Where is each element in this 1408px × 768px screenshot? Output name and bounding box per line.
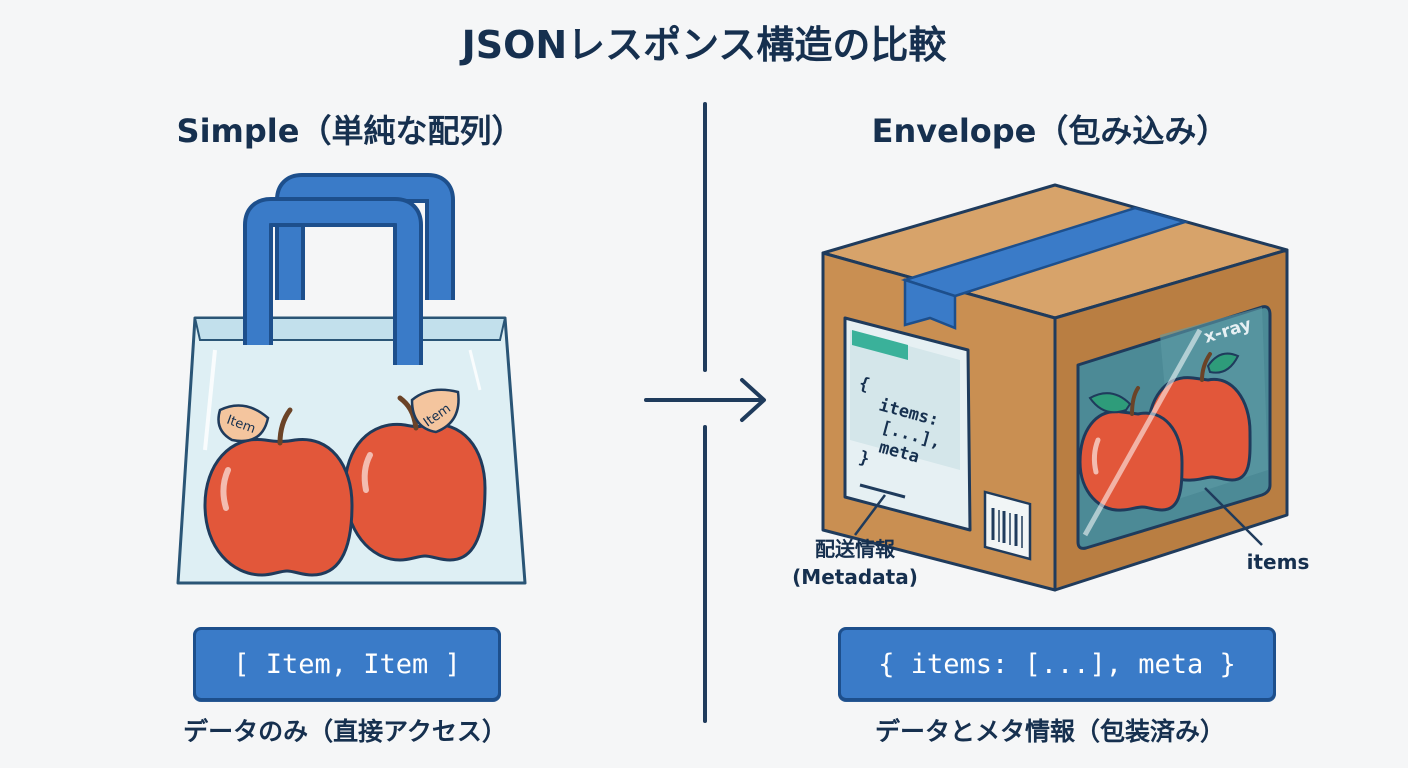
envelope-caption: データとメタ情報（包装済み） — [874, 717, 1225, 746]
item-tag-right — [410, 388, 460, 434]
label-code-line-1: { — [857, 374, 872, 396]
envelope-heading: Envelope（包み込み） — [871, 112, 1229, 150]
arrow-icon — [644, 378, 766, 422]
items-label: items — [1246, 550, 1310, 574]
cardboard-box-icon — [821, 183, 1289, 592]
page-title: JSONレスポンス構造の比較 — [461, 23, 947, 67]
shopping-bag-icon: Item Item — [176, 173, 527, 585]
label-code-line-5: } — [857, 448, 872, 470]
metadata-label-en: (Metadata) — [792, 565, 918, 589]
divider-bottom — [703, 425, 707, 723]
apple-icon — [1078, 386, 1184, 512]
divider-top — [703, 102, 707, 372]
apple-icon — [203, 407, 354, 577]
envelope-code-box: { items: [...], meta } — [838, 627, 1276, 701]
simple-code-box: [ Item, Item ] — [193, 627, 501, 701]
simple-heading: Simple（単純な配列） — [176, 112, 524, 150]
simple-caption: データのみ（直接アクセス） — [183, 717, 507, 746]
metadata-label: 配送情報 (Metadata) — [760, 535, 950, 591]
metadata-label-jp: 配送情報 — [815, 537, 895, 561]
item-tag-left — [217, 404, 270, 443]
